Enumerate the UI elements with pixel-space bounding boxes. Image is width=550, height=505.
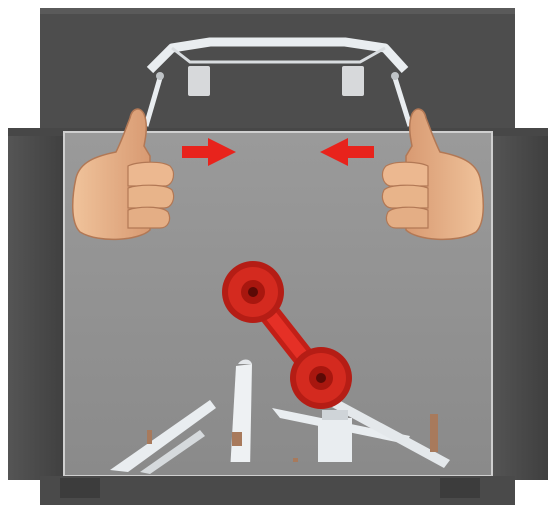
upper-housing-edge	[40, 8, 515, 14]
left-side-frame	[8, 128, 66, 480]
upper-housing	[40, 8, 515, 136]
right-side-frame	[490, 128, 548, 480]
